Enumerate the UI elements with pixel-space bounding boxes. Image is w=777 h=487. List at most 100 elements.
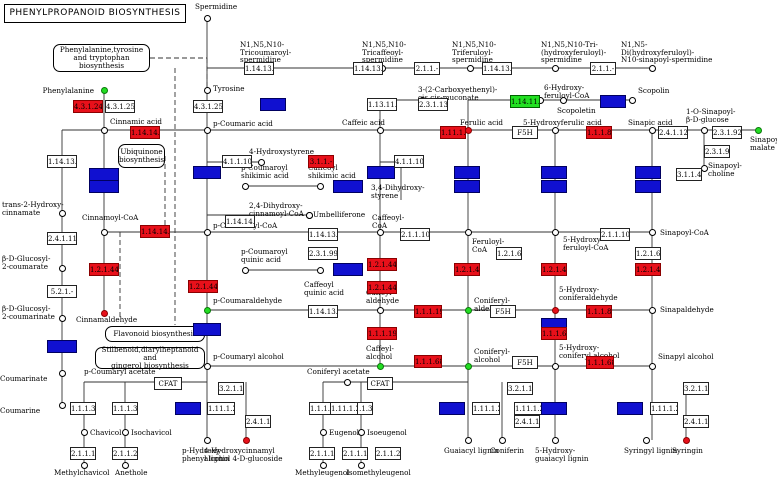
compound-node-spermidine[interactable]	[203, 14, 211, 22]
enzyme-box[interactable]: 1.2.1.44	[367, 281, 397, 294]
enzyme-box[interactable]: 2.1.1.104	[400, 228, 430, 241]
compound-node-chavicol[interactable]	[80, 428, 88, 436]
enzyme-box[interactable]: 4.1.1.102	[394, 155, 424, 168]
enzyme-box[interactable]: 2.3.1.92	[712, 126, 742, 139]
enzyme-box[interactable]: 1.1.1.318	[70, 402, 96, 415]
compound-node-sinapaldehyde[interactable]	[648, 306, 656, 314]
enzyme-box[interactable]: CFAT	[154, 377, 182, 390]
compound-node-cinnamaldehyde[interactable]	[100, 309, 108, 317]
compound-node-sinapoyl-coa[interactable]	[648, 228, 656, 236]
enzyme-box[interactable]: 3.2.1.126	[683, 382, 709, 395]
compound-node-sinapic-acid[interactable]	[648, 126, 656, 134]
enzyme-box[interactable]: 1.11.1.21	[330, 402, 358, 415]
compound-node-p-coumaroyl-shikimic[interactable]	[241, 182, 249, 190]
enzyme-box[interactable]: 1.1.1.88	[586, 305, 612, 318]
enzyme-box[interactable]: 2.4.1.111	[514, 415, 540, 428]
enzyme-box[interactable]: 1.2.1.44	[367, 258, 397, 271]
compound-node-5-hydroxyguaiacyl-lignin[interactable]	[551, 436, 559, 444]
compound-node-di-hydroxyferuloyl-sinapoyl[interactable]	[648, 64, 656, 72]
compound-node-cinnamoyl-coa[interactable]	[100, 228, 108, 236]
enzyme-box[interactable]: 2.1.1.104	[600, 228, 630, 241]
enzyme-box[interactable]: 1.2.1.44	[635, 263, 661, 276]
compound-node-isoeugenol[interactable]	[357, 428, 365, 436]
compound-node-5-hydroxyferuloyl-coa[interactable]	[551, 228, 559, 236]
enzyme-box[interactable]: 2.3.1.91	[704, 145, 730, 158]
enzyme-box[interactable]: 2.1.1.146	[309, 447, 335, 460]
map-link-flavonoid[interactable]: Flavonoid biosynthesis	[105, 326, 205, 342]
compound-node-caffeoyl-shikimic[interactable]	[316, 182, 324, 190]
compound-node-p-coumaroyl-coa[interactable]	[203, 228, 211, 236]
compound-node-caffeoyl-coa[interactable]	[376, 228, 384, 236]
enzyme-box[interactable]: 1.2.1.44	[89, 263, 119, 276]
enzyme-box[interactable]: 1.1.1.195	[414, 305, 442, 318]
compound-node-5-hydroxyconiferyl-alcohol[interactable]	[551, 362, 559, 370]
compound-node-anethole[interactable]	[121, 461, 129, 469]
compound-node-methylchavicol[interactable]	[80, 461, 88, 469]
compound-node-scopoletin[interactable]	[559, 96, 567, 104]
compound-node-caffeyl-aldehyde[interactable]	[376, 306, 384, 314]
enzyme-box[interactable]: 1.11.1.88	[440, 126, 466, 139]
compound-node-p-coumaraldehyde[interactable]	[203, 306, 211, 314]
compound-node-feruloyl-coa[interactable]	[464, 228, 472, 236]
enzyme-box[interactable]: F5H	[512, 356, 538, 369]
enzyme-box[interactable]: 4.3.1.24	[73, 100, 103, 113]
enzyme-box[interactable]: 2.1.1.279	[375, 447, 401, 460]
enzyme-box[interactable]: 2.3.1.133	[418, 98, 448, 111]
enzyme-box[interactable]: 1.13.11.22	[367, 98, 397, 111]
compound-node-coniferyl-aldehyde[interactable]	[464, 306, 472, 314]
compound-node-coumarinate[interactable]	[58, 369, 66, 377]
enzyme-box[interactable]: 1.14.13.-	[244, 62, 274, 75]
enzyme-box[interactable]	[260, 98, 286, 111]
enzyme-box[interactable]: 1.1.1.68	[586, 356, 614, 369]
enzyme-box[interactable]: 1.11.1.21	[472, 402, 500, 415]
enzyme-box[interactable]: 1.14.13.-	[308, 228, 338, 241]
compound-node-phenylalanine[interactable]	[100, 86, 108, 94]
enzyme-box[interactable]	[541, 180, 567, 193]
compound-node-5-hydroxyferulic[interactable]	[551, 126, 559, 134]
enzyme-box[interactable]: 1.2.1.68	[496, 247, 522, 260]
compound-node-syringin[interactable]	[682, 436, 690, 444]
enzyme-box[interactable]: 2.1.1.-	[590, 62, 616, 75]
compound-node-sinapyl-alcohol[interactable]	[648, 362, 656, 370]
compound-node-coniferyl-acetate[interactable]	[343, 378, 351, 386]
compound-node-p-hydroxyphenyl-lignin[interactable]	[203, 436, 211, 444]
enzyme-box[interactable]: 1.1.1.318	[309, 402, 335, 415]
enzyme-box[interactable]: 2.1.1.279	[112, 447, 138, 460]
compound-node-b-d-glucosyl-2-coumarinate[interactable]	[58, 314, 66, 322]
enzyme-box[interactable]: 1.1.1.68	[541, 327, 567, 340]
enzyme-box[interactable]: 2.4.1.111	[683, 415, 709, 428]
enzyme-box[interactable]: 1.14.13.-	[353, 62, 383, 75]
enzyme-box[interactable]: 1.2.1.68	[635, 247, 661, 260]
enzyme-box[interactable]	[635, 180, 661, 193]
enzyme-box[interactable]	[367, 166, 395, 179]
enzyme-box[interactable]	[193, 323, 221, 336]
enzyme-box[interactable]: 1.14.14.1	[225, 215, 255, 228]
enzyme-box[interactable]: CFAT	[367, 377, 393, 390]
compound-node-scopolin[interactable]	[628, 96, 636, 104]
enzyme-box[interactable]	[175, 402, 201, 415]
compound-node-cinnamic-acid[interactable]	[100, 126, 108, 134]
enzyme-box[interactable]: 1.11.1.21	[514, 402, 542, 415]
enzyme-box[interactable]: 2.4.1.120	[658, 126, 688, 139]
enzyme-box[interactable]	[541, 166, 567, 179]
enzyme-box[interactable]: 2.1.1.-	[414, 62, 440, 75]
enzyme-box[interactable]: 2.1.1.146	[342, 447, 368, 460]
enzyme-box[interactable]	[47, 340, 77, 353]
compound-node-isomethyleugenol[interactable]	[357, 461, 365, 469]
compound-node-caffeoyl-quinic[interactable]	[316, 266, 324, 274]
enzyme-box[interactable]	[439, 402, 465, 415]
enzyme-box[interactable]	[541, 402, 567, 415]
enzyme-box[interactable]: 3.2.1.126	[218, 382, 244, 395]
enzyme-box[interactable]: 4.3.1.25	[193, 100, 223, 113]
enzyme-box[interactable]: 1.14.14.91	[130, 126, 160, 139]
compound-node-umbelliferone-2[interactable]	[305, 211, 313, 219]
compound-node-sinapoyl-malate[interactable]	[754, 126, 762, 134]
enzyme-box[interactable]: 2.4.1.114	[47, 232, 77, 245]
enzyme-box[interactable]: 1.2.1.44	[188, 280, 218, 293]
enzyme-box[interactable]: 1.2.1.44	[454, 263, 480, 276]
enzyme-box[interactable]: F5H	[512, 126, 538, 139]
enzyme-box[interactable]: 3.2.1.126	[507, 382, 533, 395]
compound-node-tyrosine[interactable]	[203, 86, 211, 94]
